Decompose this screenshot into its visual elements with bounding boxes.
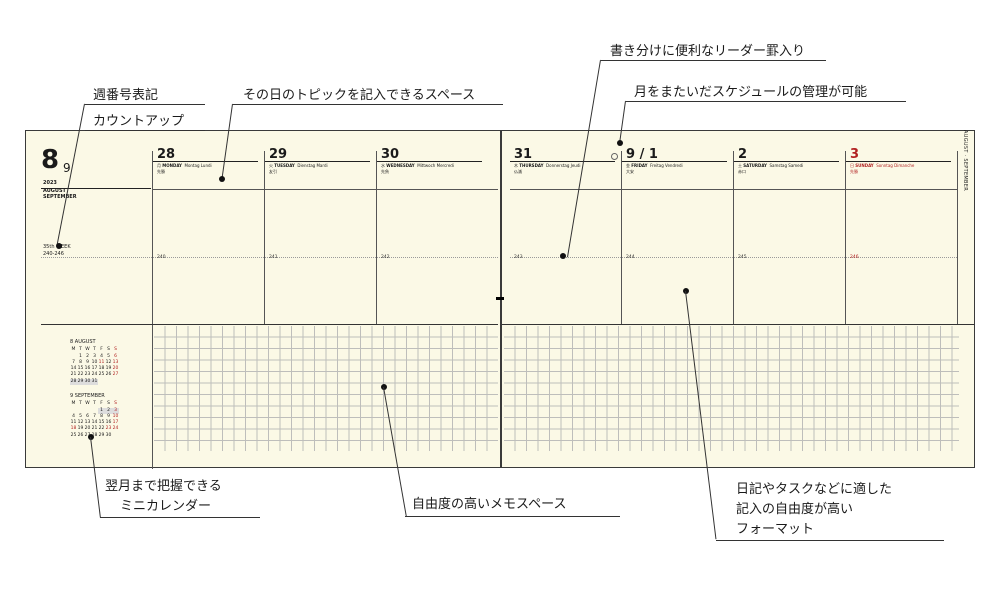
callout-mini-calendar-2: ミニカレンダー <box>120 499 212 514</box>
rokuyo: 先勝 <box>850 169 858 174</box>
callout-underline <box>716 540 944 541</box>
callout-underline <box>100 517 260 518</box>
callout-format-1: 日記やタスクなどに適した <box>736 482 893 497</box>
rokuyo: 仏滅 <box>514 169 522 174</box>
callout-underline <box>233 104 503 105</box>
month-name-2: SEPTEMBER <box>43 194 77 200</box>
memo-grid-right <box>504 326 959 451</box>
callout-mini-calendar: 翌月まで把握できる <box>105 479 222 494</box>
summary-divider <box>41 188 151 189</box>
callout-underline <box>626 101 906 102</box>
day-of-year: 241 <box>269 255 278 260</box>
day-header-line <box>265 161 370 162</box>
callout-dot <box>56 243 62 249</box>
day-header-line <box>846 161 951 162</box>
next-month-number: 9 <box>63 161 71 175</box>
day-range: 240-246 <box>43 251 64 257</box>
leader-rule <box>41 257 498 258</box>
callout-topic-space: その日のトピックを記入できるスペース <box>243 88 476 103</box>
callout-dot <box>617 140 623 146</box>
spine-month-label: AUGUST · SEPTEMBER <box>962 130 968 191</box>
day-name: 木 THURSDAY Donnerstag Jeudi <box>514 163 581 168</box>
day-header-line <box>510 161 615 162</box>
topic-line <box>153 189 498 190</box>
day-of-year: 243 <box>514 255 523 260</box>
day-number: 9 / 1 <box>626 147 658 162</box>
day-name: 火 TUESDAY Dienstag Mardi <box>269 163 328 168</box>
column-divider <box>845 151 846 325</box>
callout-leader-rules: 書き分けに便利なリーダー罫入り <box>610 44 806 59</box>
day-name: 金 FRIDAY Freitag Vendredi <box>626 163 683 168</box>
callout-underline <box>85 130 205 131</box>
column-divider <box>152 151 153 469</box>
day-header-line <box>153 161 258 162</box>
callout-week-number: 週番号表記 <box>93 88 159 103</box>
day-of-year: 245 <box>738 255 747 260</box>
callout-underline <box>405 516 620 517</box>
callout-dot <box>560 253 566 259</box>
day-header-line <box>622 161 727 162</box>
rokuyo: 先勝 <box>157 169 165 174</box>
day-number: 29 <box>269 147 288 162</box>
mini-calendar-title: 8 AUGUST <box>70 339 96 345</box>
rokuyo: 赤口 <box>738 169 746 174</box>
callout-underline <box>85 104 205 105</box>
callout-dot <box>219 176 225 182</box>
memo-divider <box>502 324 974 325</box>
day-number: 2 <box>738 147 748 162</box>
day-name: 月 MONDAY Montag Lundi <box>157 163 212 168</box>
column-divider <box>264 151 265 325</box>
day-name: 水 WEDNESDAY Mittwoch Mercredi <box>381 163 454 168</box>
day-number: 28 <box>157 147 176 162</box>
day-of-year: 244 <box>626 255 635 260</box>
day-number: 30 <box>381 147 400 162</box>
callout-format-2: 記入の自由度が高い <box>736 502 854 517</box>
column-divider <box>376 151 377 325</box>
day-of-year: 242 <box>381 255 390 260</box>
leader-rule <box>510 257 957 258</box>
day-of-year: 246 <box>850 255 859 260</box>
spine-marker <box>496 297 504 300</box>
column-divider <box>733 151 734 325</box>
memo-divider <box>41 324 498 325</box>
rokuyo: 大安 <box>626 169 634 174</box>
callout-memo-space: 自由度の高いメモスペース <box>412 497 567 512</box>
rokuyo: 友引 <box>269 169 277 174</box>
topic-line <box>510 189 957 190</box>
weekly-planner-spread: 8 9 2023 AUGUST SEPTEMBER 35th WEEK 240-… <box>25 130 975 469</box>
callout-underline <box>601 60 826 61</box>
callout-cross-month: 月をまたいだスケジュールの管理が可能 <box>634 85 868 100</box>
day-number: 3 <box>850 147 860 162</box>
moon-phase-icon <box>611 153 618 160</box>
column-divider <box>957 151 958 325</box>
year-label: 2023 <box>43 180 57 186</box>
day-name: 日 SUNDAY Sonntag Dimanche <box>850 163 915 168</box>
day-number: 31 <box>514 147 533 162</box>
callout-count-up: カウントアップ <box>93 114 185 129</box>
month-number: 8 <box>41 145 60 175</box>
day-header-line <box>377 161 482 162</box>
day-of-year: 240 <box>157 255 166 260</box>
month-name-1: AUGUST <box>43 188 66 194</box>
memo-grid-left <box>154 326 498 451</box>
mini-calendar-title: 9 SEPTEMBER <box>70 393 105 399</box>
day-header-line <box>734 161 839 162</box>
rokuyo: 先負 <box>381 169 389 174</box>
column-divider <box>621 151 622 325</box>
callout-format-3: フォーマット <box>736 522 815 537</box>
day-name: 土 SATURDAY Samstag Samedi <box>738 163 804 168</box>
